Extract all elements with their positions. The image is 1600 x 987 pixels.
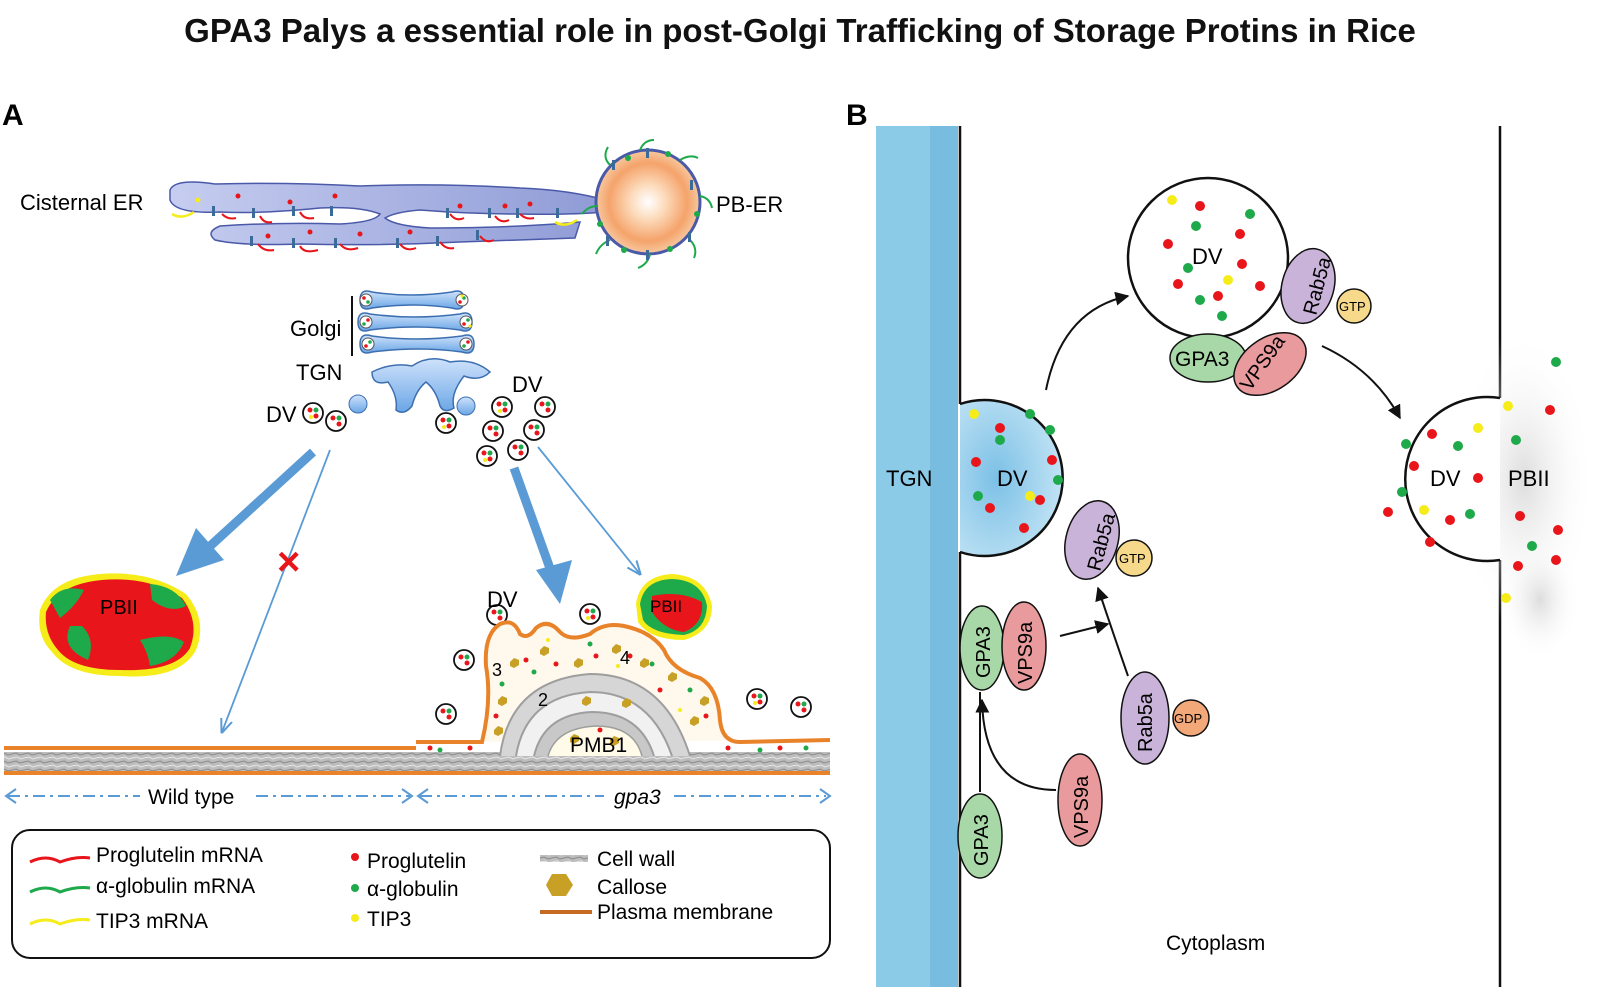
wild-type-main-arrow <box>176 448 317 576</box>
er-tip3-strand-left <box>171 210 195 218</box>
wild-type-range <box>4 788 414 804</box>
mid-gpa3-vps9a <box>959 601 1047 691</box>
dv-label-b-top: DV <box>1192 244 1223 269</box>
figure-title: GPA3 Palys a essential role in post-Golg… <box>184 12 1416 49</box>
legend-proglutelin: Proglutelin <box>367 850 466 873</box>
panel-a-label: A <box>2 99 24 132</box>
num-4: 4 <box>620 648 630 668</box>
blocked-cross: × <box>277 540 300 584</box>
tgn-label-b: TGN <box>886 466 932 491</box>
cytoplasm-label: Cytoplasm <box>1166 932 1265 955</box>
panel-b-label: B <box>846 99 868 132</box>
pmb1-label: PMB1 <box>570 734 627 757</box>
rab5a-label-gdp: Rab5a <box>1135 692 1157 752</box>
gpa3-label-bottom: GPA3 <box>971 814 993 866</box>
legend-callose: Callose <box>597 876 667 899</box>
gpa3-secondary-arrow <box>537 446 640 574</box>
legend-globulin-mrna: α-globulin mRNA <box>96 875 255 898</box>
dv-cargo-a <box>307 401 807 720</box>
er-ribosomes <box>212 206 559 248</box>
er-mrna-strands <box>221 211 535 253</box>
tgn-network <box>348 358 492 416</box>
pbii-label-right: PBII <box>650 597 682 616</box>
dv-label-b-right: DV <box>1430 466 1461 491</box>
er-tip3-strand-right <box>554 218 578 226</box>
rab5a-gdp <box>1120 671 1210 765</box>
vps9a-label-bottom: VPS9a <box>1071 775 1093 838</box>
gdp-label: GDP <box>1174 711 1202 726</box>
pbii-label-left: PBII <box>100 597 138 619</box>
dv-budding-tgn <box>959 398 1064 558</box>
legend-plasma-membrane: Plasma membrane <box>597 901 773 924</box>
golgi-stack <box>351 290 475 356</box>
legend-globulin: α-globulin <box>367 878 459 901</box>
legend-proglutelin-mrna: Proglutelin mRNA <box>96 844 263 867</box>
gpa3-mutant-label: gpa3 <box>614 786 661 809</box>
legend-tip3-mrna: TIP3 mRNA <box>96 910 208 933</box>
cisternal-er-label: Cisternal ER <box>20 190 143 215</box>
gpa3-label-top: GPA3 <box>1175 348 1229 371</box>
dv-label-a-left: DV <box>266 402 297 427</box>
paramural-body <box>416 620 831 757</box>
legend-box <box>11 829 831 959</box>
dv-label-b-tgn: DV <box>997 466 1028 491</box>
tgn-label-a: TGN <box>296 360 342 385</box>
er-protein-dots <box>235 193 533 239</box>
panel-b-arrows <box>975 291 1401 792</box>
wild-type-blocked-arrow <box>222 449 331 732</box>
top-complex <box>1169 247 1372 397</box>
pbii-gpa3 <box>636 574 712 640</box>
gtp-label-mid: GTP <box>1119 551 1146 566</box>
vps9a-label-mid: VPS9a <box>1015 621 1037 684</box>
pbii-wild-type <box>39 573 201 677</box>
dv-free-vesicle <box>1126 176 1290 340</box>
golgi-label: Golgi <box>290 316 341 341</box>
pb-er-body <box>581 139 713 269</box>
dv-label-a-right: DV <box>512 372 543 397</box>
tgn-membrane-shade <box>930 126 958 987</box>
dv-label-a-bottom: DV <box>487 587 518 612</box>
er-network <box>169 181 606 246</box>
num-2: 2 <box>538 690 548 710</box>
num-3: 3 <box>492 660 502 680</box>
pbii-label-b: PBII <box>1508 466 1550 491</box>
gpa3-label-mid: GPA3 <box>973 626 995 678</box>
legend-tip3: TIP3 <box>367 908 411 931</box>
cell-wall-baseline <box>4 746 830 775</box>
wild-type-label: Wild type <box>148 786 234 809</box>
gpa3-range <box>416 788 832 804</box>
gtp-label-top: GTP <box>1339 299 1366 314</box>
gpa3-main-arrow <box>509 466 572 604</box>
legend-cell-wall: Cell wall <box>597 848 675 871</box>
bottom-gpa3-vps9a <box>957 753 1103 879</box>
pb-er-label: PB-ER <box>716 192 783 217</box>
dv-vesicles-a <box>302 396 812 725</box>
er-tip3-dot <box>195 197 201 203</box>
dv-fusing-vesicle <box>1383 357 1563 603</box>
mid-rab5a <box>1064 500 1153 580</box>
